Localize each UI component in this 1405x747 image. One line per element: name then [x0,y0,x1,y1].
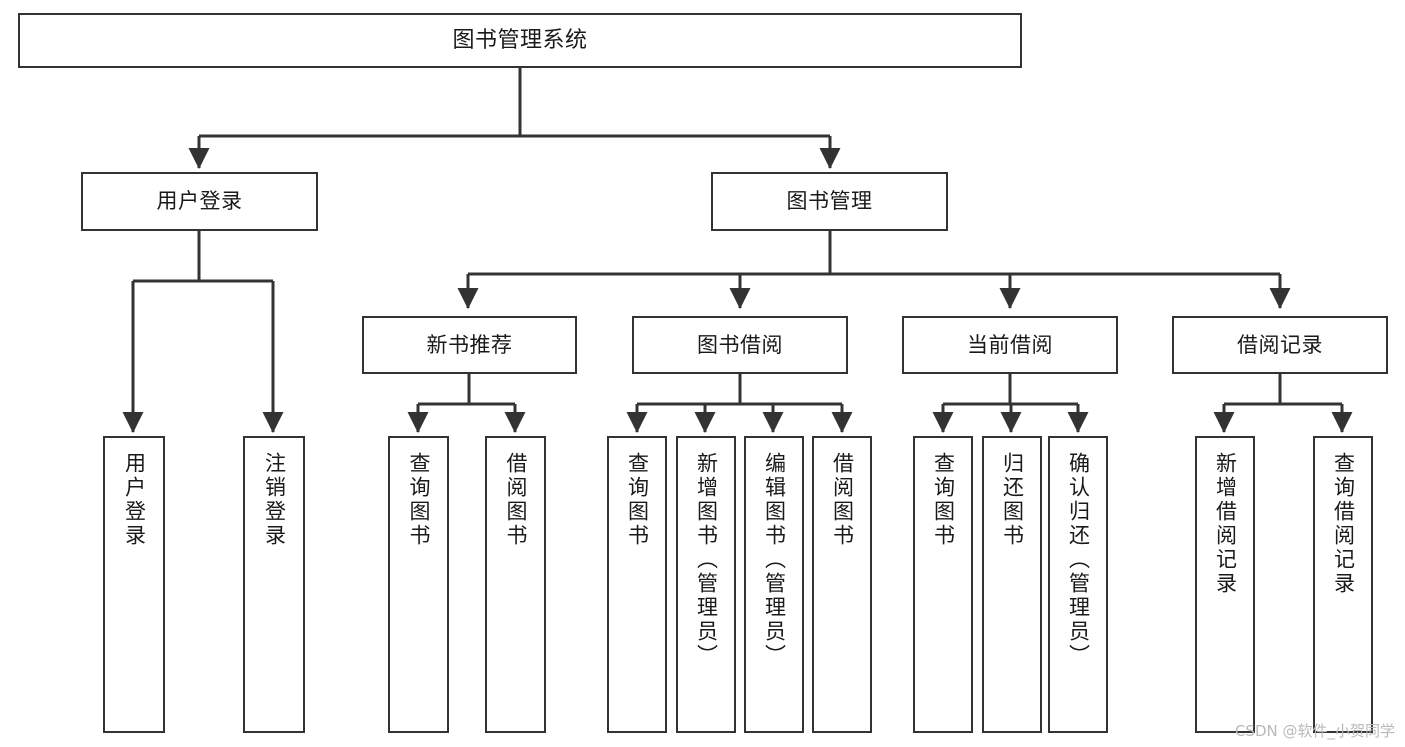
node-label: 新书推荐 [426,332,513,357]
node-leaf-add-borrow-record[interactable]: 新增借阅记录 [1195,436,1255,733]
node-leaf-borrow-book-1[interactable]: 借阅图书 [485,436,546,733]
node-new-book-recommend[interactable]: 新书推荐 [362,316,577,374]
node-label: 编辑图书（管理员） [762,452,787,668]
node-label: 归还图书 [1000,452,1025,548]
node-label: 查询借阅记录 [1331,452,1356,596]
node-label: 新增借阅记录 [1213,452,1238,596]
node-leaf-confirm-return[interactable]: 确认归还（管理员） [1048,436,1108,733]
node-label: 查询图书 [625,452,650,548]
node-label: 当前借阅 [967,332,1053,357]
csdn-watermark: CSDN @软件_小贺同学 [1234,722,1395,740]
node-leaf-edit-book[interactable]: 编辑图书（管理员） [744,436,804,733]
node-label: 查询图书 [407,452,431,548]
node-book-borrow[interactable]: 图书借阅 [632,316,848,374]
node-label: 借阅记录 [1237,332,1323,357]
node-label: 图书管理 [786,189,873,214]
node-leaf-user-login[interactable]: 用户登录 [103,436,165,733]
node-leaf-query-book-3[interactable]: 查询图书 [913,436,973,733]
node-label: 用户登录 [122,452,147,548]
node-leaf-query-book-2[interactable]: 查询图书 [607,436,667,733]
node-leaf-return-book[interactable]: 归还图书 [982,436,1042,733]
node-leaf-query-borrow-record[interactable]: 查询借阅记录 [1313,436,1373,733]
node-leaf-logout[interactable]: 注销登录 [243,436,305,733]
node-label: 借阅图书 [504,452,528,548]
node-label: 注销登录 [262,452,287,548]
node-root-system[interactable]: 图书管理系统 [18,13,1022,68]
node-book-manage[interactable]: 图书管理 [711,172,948,231]
node-label: 借阅图书 [830,452,855,548]
node-leaf-query-book-1[interactable]: 查询图书 [388,436,449,733]
node-leaf-borrow-book-2[interactable]: 借阅图书 [812,436,872,733]
node-label: 图书借阅 [697,332,783,357]
node-label: 查询图书 [931,452,956,548]
node-current-borrow[interactable]: 当前借阅 [902,316,1118,374]
node-label: 确认归还（管理员） [1066,452,1091,668]
node-label: 图书管理系统 [452,27,588,53]
node-leaf-add-book[interactable]: 新增图书（管理员） [676,436,736,733]
node-label: 新增图书（管理员） [694,452,719,668]
node-borrow-record[interactable]: 借阅记录 [1172,316,1388,374]
node-label: 用户登录 [156,189,243,214]
node-user-login[interactable]: 用户登录 [81,172,318,231]
